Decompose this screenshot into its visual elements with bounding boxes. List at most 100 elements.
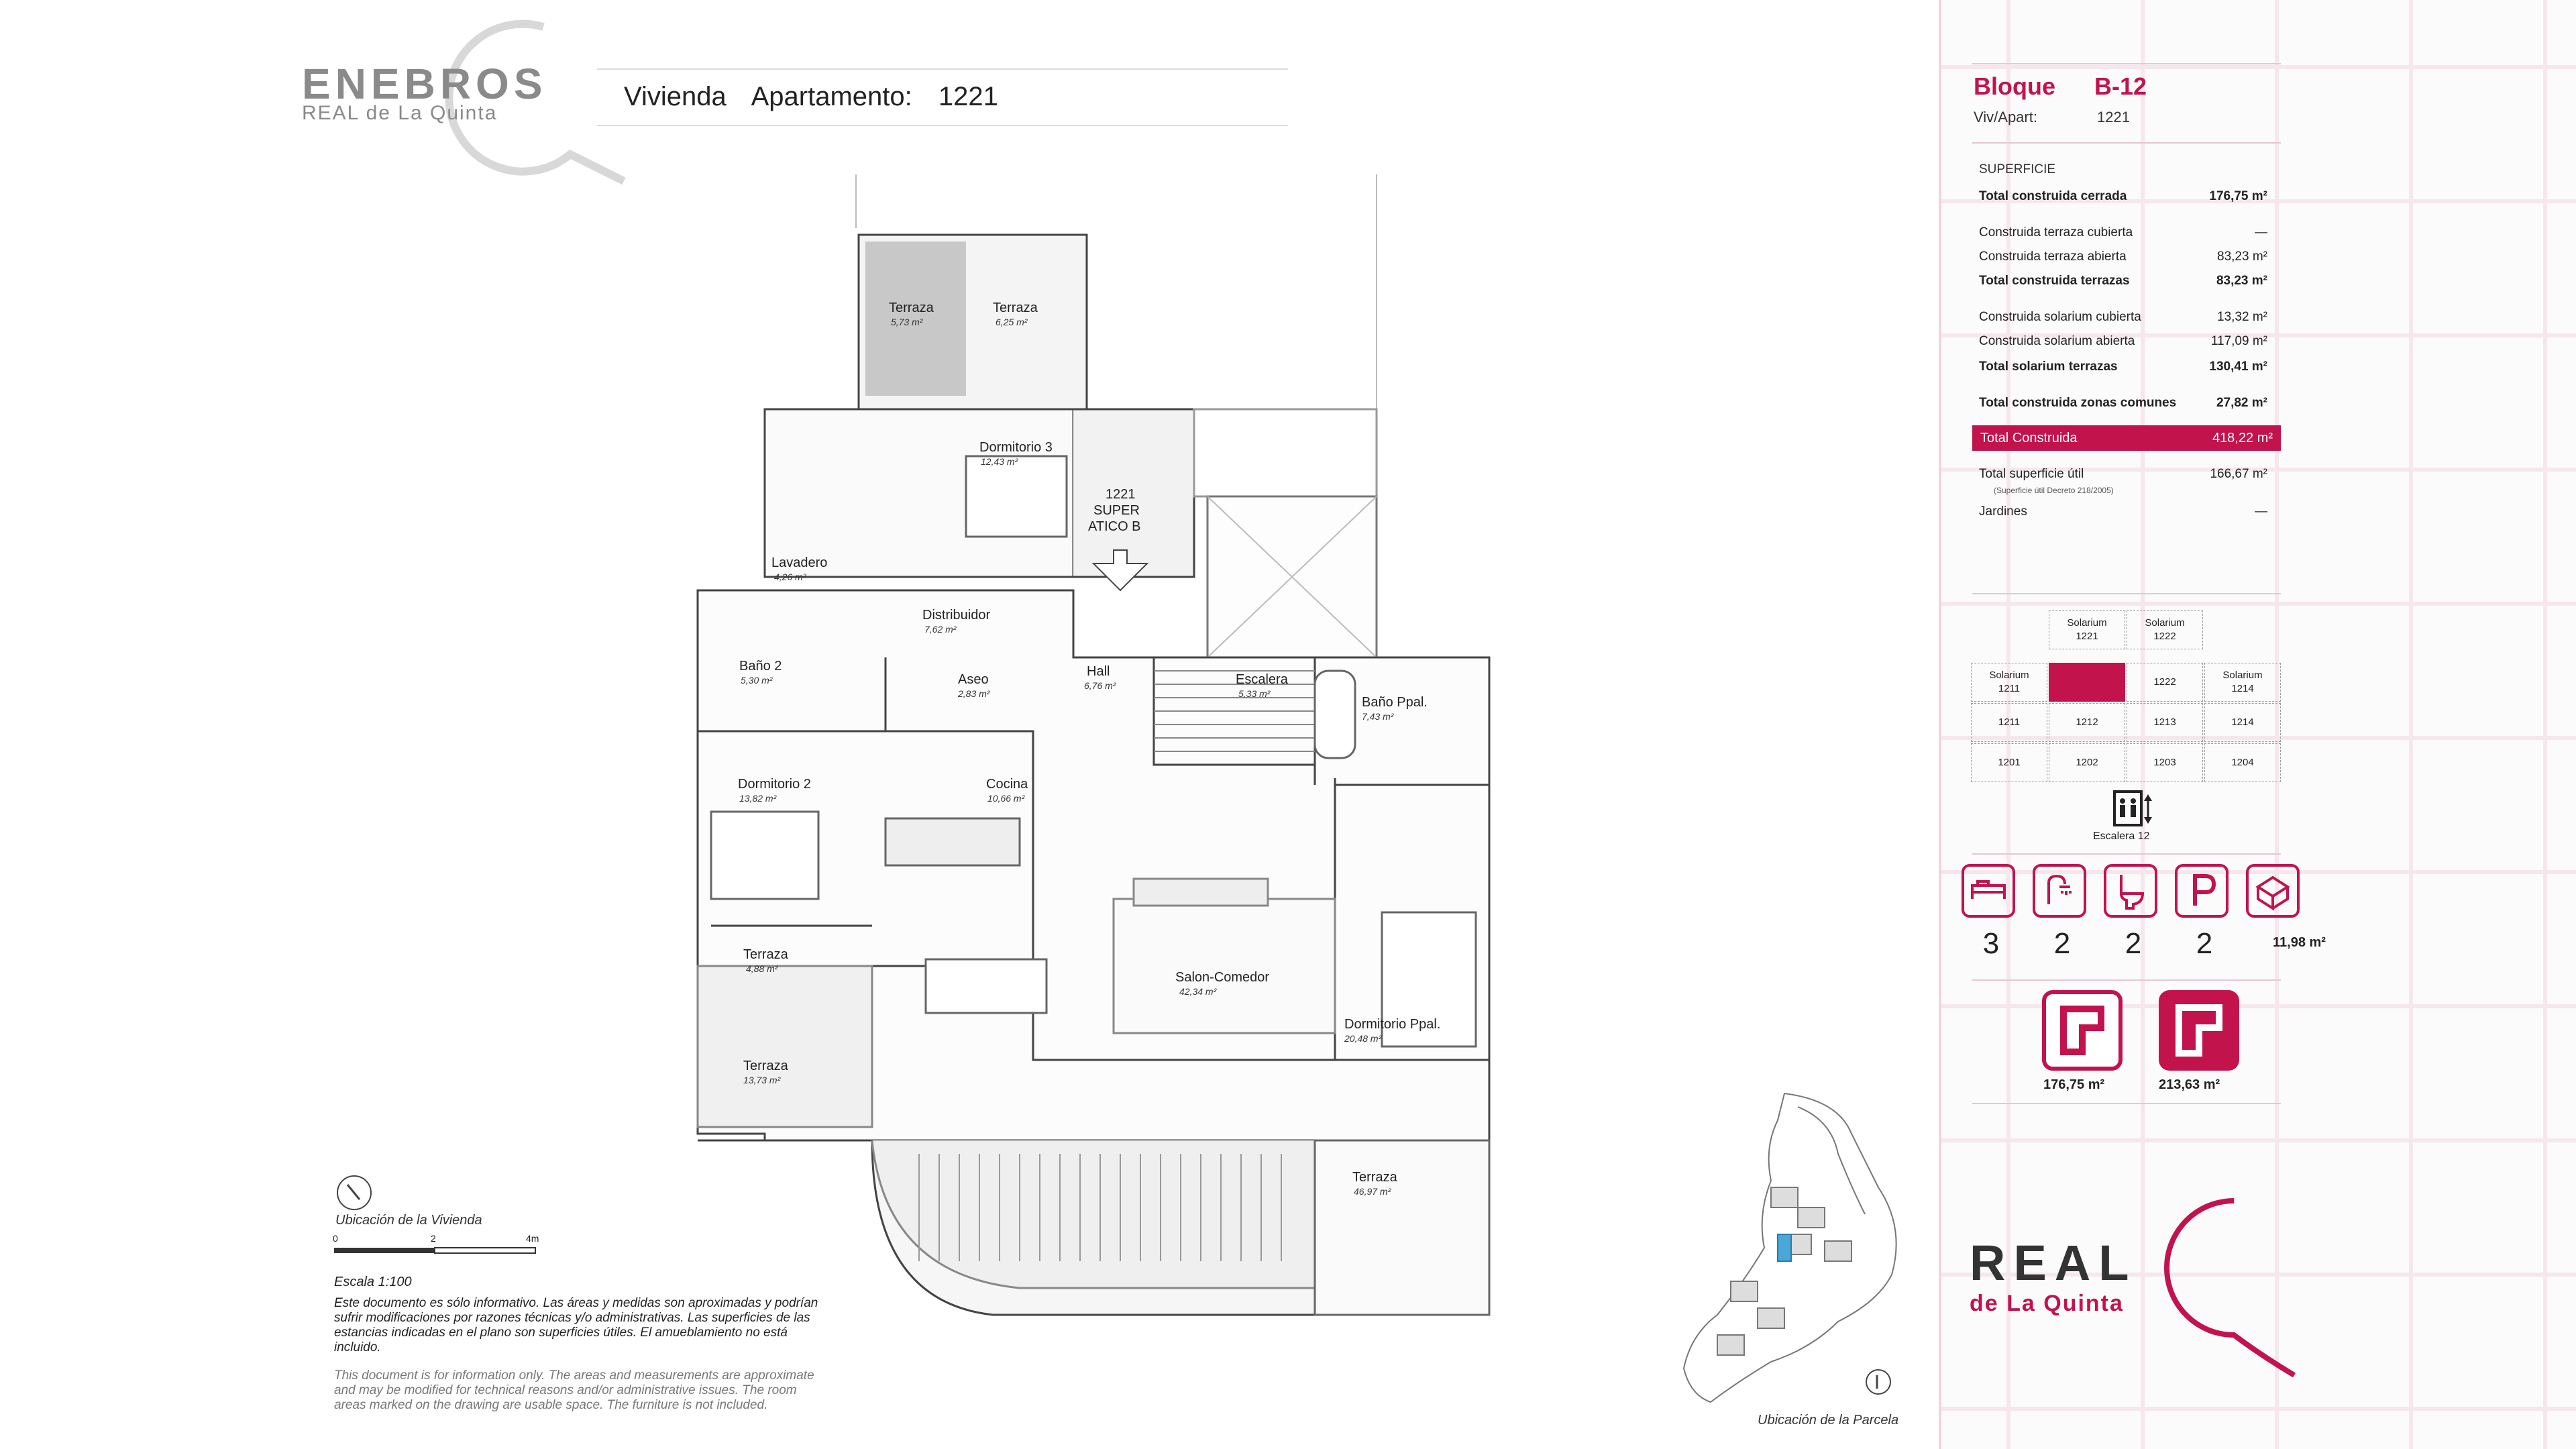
surface-row-label: Total construida zonas comunes xyxy=(1979,396,2177,410)
panel-divider xyxy=(1939,0,1941,1449)
floor-interior-icon-graphic xyxy=(2060,1006,2104,1055)
unit-cell-text: 1212 xyxy=(2076,716,2098,728)
surface-row-label: Total construida terrazas xyxy=(1979,274,2130,288)
room-aseo: Aseo xyxy=(958,672,989,687)
panel-rule-1 xyxy=(1972,142,2281,144)
room-dormitorio-2: Dormitorio 2 xyxy=(738,777,811,792)
scale-tick-4: 4m xyxy=(526,1233,539,1244)
floor-plan: Terraza 5,73 m² Terraza 6,25 m² Dormitor… xyxy=(671,174,1529,1355)
room-terraza-right-area: 46,97 m² xyxy=(1354,1186,1391,1197)
atico-super: SUPER xyxy=(1093,503,1140,518)
unit-cell: 1201 xyxy=(1971,743,2047,782)
unit-cell-text: 1221 xyxy=(2076,676,2098,688)
unit-cell-text: 1204 xyxy=(2231,757,2254,768)
location-vivienda-label: Ubicación de la Vivienda xyxy=(335,1213,482,1228)
surface-row: Construida solarium abierta 117,09 m² xyxy=(1979,334,2274,349)
unit-cell-text: 1203 xyxy=(2153,757,2176,768)
room-dormitorio-3-area: 12,43 m² xyxy=(981,456,1018,467)
room-dormitorio-ppal-area: 20,48 m² xyxy=(1344,1033,1382,1044)
surface-row-value: 117,09 m² xyxy=(2210,334,2267,348)
room-aseo-area: 2,83 m² xyxy=(958,688,990,699)
unit-cell-text: 1214 xyxy=(2231,683,2254,694)
room-lavadero: Lavadero xyxy=(771,555,828,570)
room-dormitorio-2-area: 13,82 m² xyxy=(739,793,777,804)
floor-total-icon-graphic xyxy=(2176,1004,2222,1057)
unit-cell: 1213 xyxy=(2127,703,2203,742)
title-rule-bottom xyxy=(597,125,1288,126)
panel-rule-2 xyxy=(1972,593,2281,594)
unit-cell: 1212 xyxy=(2049,703,2125,742)
bathrooms-count: 2 xyxy=(2053,927,2071,960)
util-value: 166,67 m² xyxy=(2210,467,2267,481)
room-terraza-small: Terraza xyxy=(743,947,788,962)
unit-cell-text: Solarium xyxy=(2067,617,2107,629)
unit-cell: 1202 xyxy=(2049,743,2125,782)
scale-label: Escala 1:100 xyxy=(334,1275,412,1289)
title-vivienda: Vivienda xyxy=(624,82,727,111)
surface-row: Total construida cerrada 176,75 m² xyxy=(1979,189,2274,204)
superficie-heading: SUPERFICIE xyxy=(1979,162,2056,176)
unit-cell: 1214 xyxy=(2204,703,2281,742)
room-hall: Hall xyxy=(1087,664,1110,679)
bloque-label: Bloque xyxy=(1974,72,2055,100)
total-construida-label: Total Construida xyxy=(1980,431,2078,445)
unit-cell: Solarium 1211 xyxy=(1971,663,2047,702)
room-bano-2-area: 5,30 m² xyxy=(741,675,773,686)
surface-row-label: Construida terraza cubierta xyxy=(1979,225,2133,239)
toilet-icon-graphic xyxy=(2120,875,2145,910)
disclaimer-spanish: Este documento es sólo informativo. Las … xyxy=(334,1296,818,1354)
storage-icon-graphic xyxy=(2255,875,2290,911)
unit-cell: 1222 xyxy=(2127,663,2203,702)
unit-cell-text: 1221 xyxy=(2076,631,2098,642)
surface-row: Total construida terrazas 83,23 m² xyxy=(1979,274,2274,288)
parking-icon xyxy=(2175,864,2229,918)
parking-count: 2 xyxy=(2196,927,2213,960)
room-cocina: Cocina xyxy=(986,777,1028,792)
unit-cell: Solarium 1214 xyxy=(2204,663,2281,702)
room-hall-area: 6,76 m² xyxy=(1084,680,1116,691)
room-escalera: Escalera xyxy=(1236,672,1288,687)
storage-icon xyxy=(2246,864,2300,918)
atico-unit-number: 1221 xyxy=(1106,487,1136,502)
surface-row-label: Construida solarium cubierta xyxy=(1979,310,2141,324)
floor-plan-drawing xyxy=(696,174,1491,1316)
panel-rule-4 xyxy=(1972,979,2281,981)
real-q-mark xyxy=(2164,1198,2296,1378)
surface-row-label: Construida terraza abierta xyxy=(1979,250,2127,264)
scale-tick-2: 2 xyxy=(431,1233,436,1244)
panel-rule-3 xyxy=(1972,853,2281,855)
surface-row-value: — xyxy=(2255,225,2267,239)
room-bano-ppal-area: 7,43 m² xyxy=(1362,711,1394,722)
unit-cell-text: 1211 xyxy=(1998,683,2021,694)
room-lavadero-area: 4,26 m² xyxy=(774,572,806,582)
logo-subtitle: REAL de La Quinta xyxy=(302,102,498,124)
room-salon-comedor-area: 42,34 m² xyxy=(1179,986,1217,997)
unit-cell: 1204 xyxy=(2204,743,2281,782)
parking-icon-graphic xyxy=(2193,874,2216,906)
bloque-value: B-12 xyxy=(2094,72,2147,100)
surface-row-value: 130,41 m² xyxy=(2209,360,2267,374)
panel-rule-5 xyxy=(1972,1103,2281,1104)
scale-bar-graphic xyxy=(334,1247,536,1254)
storage-area: 11,98 m² xyxy=(2273,935,2326,950)
surface-row-value: 83,23 m² xyxy=(2217,250,2267,264)
util-decree-note: (Superficie útil Decreto 218/2005) xyxy=(1994,486,2114,495)
room-terraza-right: Terraza xyxy=(1352,1170,1397,1185)
shower-icon-graphic xyxy=(2047,874,2072,904)
atico-type: ATICO B xyxy=(1088,519,1141,534)
surface-row-label: Construida solarium abierta xyxy=(1979,334,2135,348)
disclaimer-english: This document is for information only. T… xyxy=(334,1368,814,1412)
unit-cell: Solarium 1221 xyxy=(2049,610,2125,649)
location-parcela-label: Ubicación de la Parcela xyxy=(1758,1413,1899,1428)
title-apartamento: Apartamento: xyxy=(751,82,912,111)
brand-real: REAL xyxy=(1970,1235,2137,1291)
surface-row: Construida solarium cubierta 13,32 m² xyxy=(1979,310,2274,325)
surface-row: Total solarium terrazas 130,41 m² xyxy=(1979,360,2274,374)
brand-subtitle: de La Quinta xyxy=(1970,1291,2124,1316)
site-location-map xyxy=(1682,1092,1897,1403)
bed-icon xyxy=(1962,864,2015,918)
floor-interior-icon xyxy=(2042,990,2123,1071)
unit-cell-text: 1214 xyxy=(2231,716,2254,728)
unit-cell: 1203 xyxy=(2127,743,2203,782)
escalera-label: Escalera 12 xyxy=(2093,830,2150,842)
